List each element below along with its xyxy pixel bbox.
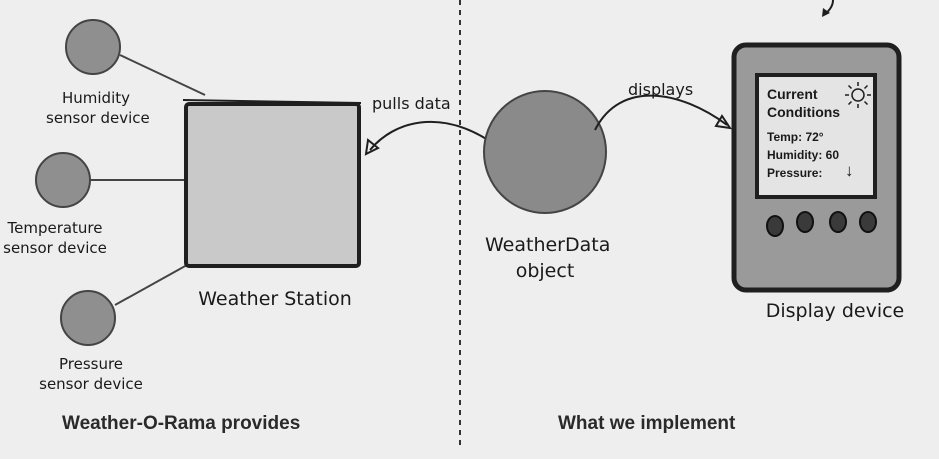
pulls-data-arrow bbox=[369, 120, 489, 151]
humidity-sensor-circle bbox=[65, 19, 121, 75]
screen-pressure-text: Pressure: bbox=[767, 166, 823, 180]
sun-icon bbox=[845, 82, 871, 108]
screen-conditions-text: Conditions bbox=[767, 104, 841, 120]
pulls-data-label: pulls data bbox=[372, 94, 451, 113]
displays-arrow bbox=[594, 94, 728, 131]
display-device-label: Display device bbox=[765, 300, 905, 322]
humidity-label-line1: Humidity bbox=[61, 89, 130, 107]
screen-humidity-text: Humidity: 60 bbox=[767, 148, 840, 162]
device-button-3[interactable] bbox=[829, 211, 847, 233]
weather-station-label: Weather Station bbox=[198, 288, 352, 310]
weatherdata-object-label: WeatherData object bbox=[485, 232, 611, 284]
weatherdata-label-line2: object bbox=[515, 260, 575, 282]
pressure-sensor-circle bbox=[60, 290, 116, 346]
device-button-4[interactable] bbox=[859, 211, 877, 233]
pressure-down-arrow-icon: ↓ bbox=[845, 161, 854, 180]
right-caption: What we implement bbox=[558, 413, 736, 434]
pressure-label-line1: Pressure bbox=[58, 355, 124, 373]
pressure-sensor-label: Pressure sensor device bbox=[36, 354, 146, 394]
temperature-label-line1: Temperature bbox=[7, 219, 103, 237]
display-device-screen bbox=[755, 73, 877, 199]
weatherdata-object-circle bbox=[483, 90, 607, 214]
temperature-sensor-label: Temperature sensor device bbox=[0, 218, 110, 258]
device-button-2[interactable] bbox=[796, 211, 814, 233]
temperature-sensor-circle bbox=[35, 152, 91, 208]
temperature-label-line2: sensor device bbox=[3, 239, 107, 257]
humidity-connector bbox=[119, 54, 206, 96]
device-button-1[interactable] bbox=[766, 215, 784, 237]
screen-current-text: Current bbox=[767, 86, 818, 102]
pressure-label-line2: sensor device bbox=[39, 375, 143, 393]
weather-station-box bbox=[184, 102, 361, 268]
displays-label: displays bbox=[628, 80, 694, 99]
left-caption: Weather-O-Rama provides bbox=[62, 413, 301, 434]
humidity-label-line2: sensor device bbox=[46, 109, 150, 127]
weatherdata-label-line1: WeatherData bbox=[485, 234, 611, 256]
screen-temp-text: Temp: 72° bbox=[767, 130, 824, 144]
humidity-sensor-label: Humidity sensor device bbox=[46, 88, 150, 128]
